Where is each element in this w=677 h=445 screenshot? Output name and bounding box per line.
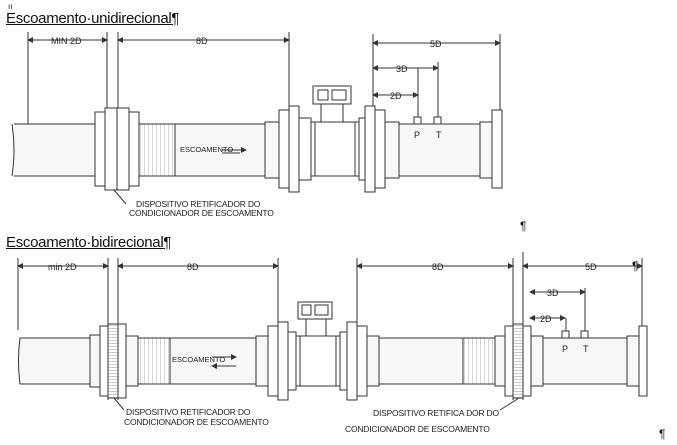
dim-8d-downstream: 8D [432,262,444,272]
bidirectional-diagram [17,252,648,411]
bidirectional-labels: min 2D 8D 8D 5D 3D 2D P T ESCOAMENTO DIS… [48,262,597,434]
unidirectional-diagram [11,32,503,205]
port-t-label: T [436,130,442,140]
port-p-label: P [562,344,568,354]
dim-2d: 2D [390,91,402,101]
dim-5d: 5D [585,262,597,272]
unidirectional-title: Escoamento·unidirecional¶ [6,10,180,27]
straightener-caption-line2: CONDICIONADOR DE ESCOAMENTO [129,208,274,218]
dim-2d: 2D [540,314,552,324]
pilcrow-mark: ¶ [520,219,527,233]
unidirectional-labels: MIN 2D 8D 5D 3D 2D P T ESCOAMENTO DISPOS… [51,36,442,218]
dim-8d: 8D [196,36,208,46]
dim-3d: 3D [396,64,408,74]
bidirectional-title: Escoamento·bidirecional¶ [6,234,172,251]
dim-3d: 3D [547,288,559,298]
right-caption-line2: CONDICIONADOR DE ESCOAMENTO [345,424,490,434]
text-cursor-mark: ıı [8,2,13,11]
dim-5d: 5D [430,39,442,49]
straightener-caption-line1: DISPOSITIVO RETIFICADOR DO [136,199,261,209]
port-p-label: P [414,130,420,140]
flow-label: ESCOAMENTO [180,145,233,154]
port-t-label: T [583,344,589,354]
dim-min-2d: MIN 2D [51,36,82,46]
dim-min-2d: min 2D [48,262,77,272]
right-caption-line1: DISPOSITIVO RETIFICA DOR DO [373,408,499,418]
dim-8d-upstream: 8D [187,262,199,272]
pilcrow-mark: ¶ [659,427,666,441]
left-caption-line2: CONDICIONADOR DE ESCOAMENTO [124,417,269,427]
left-caption-line1: DISPOSITIVO RETIFICADOR DO [126,407,251,417]
flow-label: ESCOAMENTO [172,355,225,364]
